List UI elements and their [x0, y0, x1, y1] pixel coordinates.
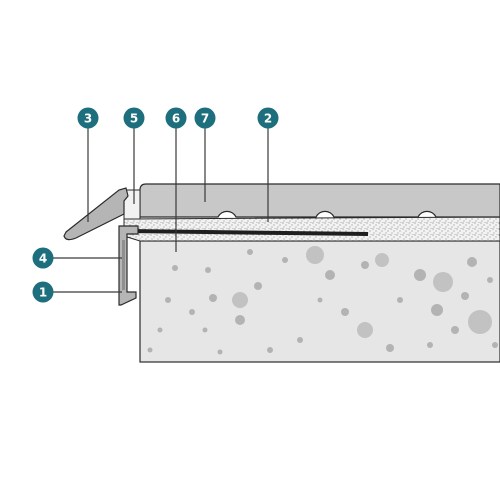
aggregate-stone [297, 337, 303, 343]
callout-1-label: 1 [39, 286, 47, 300]
aggregate-stone [317, 297, 323, 303]
aggregate-stone [397, 297, 403, 303]
aggregate-stone [209, 294, 217, 302]
profile-cap [63, 187, 129, 241]
aggregate-stone [217, 349, 223, 355]
aggregate-stone [189, 309, 195, 315]
aggregate-stone [341, 308, 349, 316]
aggregate-stone [157, 327, 163, 333]
aggregate-stone [433, 272, 453, 292]
callout-4: 4 [32, 247, 54, 269]
callout-6: 6 [165, 107, 187, 129]
callout-5: 5 [123, 107, 145, 129]
aggregate-stone [431, 304, 443, 316]
aggregate-stone [306, 246, 324, 264]
aggregate-stone [282, 257, 288, 263]
callout-2-label: 2 [264, 112, 272, 126]
aggregate-stone [467, 257, 477, 267]
aggregate-stone [357, 322, 373, 338]
aggregate-stone [487, 277, 493, 283]
aggregate-stone [247, 249, 253, 255]
callout-6-label: 6 [172, 112, 180, 126]
callout-2: 2 [257, 107, 279, 129]
callout-5-label: 5 [130, 112, 138, 126]
callout-7: 7 [194, 107, 216, 129]
callout-7-label: 7 [201, 112, 209, 126]
aggregate-stone [492, 342, 498, 348]
aggregate-stone [235, 315, 245, 325]
aggregate-stone [232, 292, 248, 308]
aggregate-stone [267, 347, 273, 353]
aggregate-stone [461, 292, 469, 300]
aggregate-stone [361, 261, 369, 269]
substrate-aggregate [147, 246, 498, 355]
aggregate-stone [325, 270, 335, 280]
aggregate-stone [451, 326, 459, 334]
aggregate-stone [386, 344, 394, 352]
aggregate-stone [205, 267, 211, 273]
callout-4-label: 4 [39, 252, 47, 266]
aggregate-stone [165, 297, 171, 303]
adhesive-layer [123, 216, 500, 242]
leader-lines [53, 128, 269, 293]
anchoring-strip [124, 229, 368, 236]
aggregate-stone [414, 269, 426, 281]
tile [139, 183, 500, 218]
aggregate-stone [202, 327, 208, 333]
aggregate-stone [375, 253, 389, 267]
callout-1: 1 [32, 281, 54, 303]
aggregate-stone [147, 347, 153, 353]
aggregate-stone [172, 265, 178, 271]
profile-leg-inner [122, 240, 125, 290]
callout-3-label: 3 [84, 112, 92, 126]
callout-3: 3 [77, 107, 99, 129]
aggregate-stone [468, 310, 492, 334]
aggregate-stone [254, 282, 262, 290]
aggregate-stone [427, 342, 433, 348]
